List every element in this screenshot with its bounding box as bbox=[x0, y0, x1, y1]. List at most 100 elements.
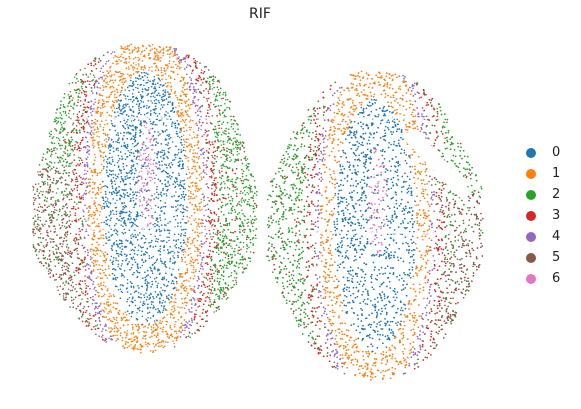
scatter-point bbox=[157, 339, 159, 342]
scatter-point bbox=[191, 158, 193, 161]
scatter-point bbox=[37, 183, 40, 185]
scatter-point bbox=[221, 123, 223, 125]
scatter-point bbox=[86, 276, 89, 278]
scatter-point bbox=[133, 119, 135, 122]
scatter-point bbox=[236, 235, 238, 238]
scatter-point bbox=[187, 206, 189, 209]
scatter-point bbox=[225, 203, 227, 206]
scatter-point bbox=[221, 259, 224, 261]
scatter-point bbox=[220, 127, 223, 130]
scatter-point bbox=[56, 286, 59, 288]
scatter-point bbox=[178, 67, 181, 70]
scatter-point bbox=[84, 275, 86, 277]
scatter-point bbox=[62, 243, 64, 245]
scatter-point bbox=[193, 102, 196, 104]
scatter-point bbox=[47, 272, 50, 275]
scatter-point bbox=[126, 300, 128, 303]
scatter-point bbox=[130, 235, 132, 237]
scatter-point bbox=[65, 114, 68, 117]
scatter-point bbox=[154, 261, 157, 264]
scatter-point bbox=[158, 86, 161, 89]
scatter-point bbox=[78, 122, 81, 125]
scatter-point bbox=[40, 232, 42, 235]
scatter-point bbox=[143, 143, 145, 145]
scatter-point bbox=[53, 162, 56, 164]
scatter-point bbox=[201, 208, 203, 211]
scatter-point bbox=[76, 203, 78, 205]
scatter-point bbox=[145, 126, 147, 129]
scatter-point bbox=[180, 225, 182, 228]
scatter-point bbox=[169, 260, 171, 263]
scatter-point bbox=[195, 246, 197, 249]
scatter-point bbox=[147, 93, 149, 96]
scatter-point bbox=[142, 158, 144, 160]
scatter-point bbox=[117, 265, 119, 268]
scatter-point bbox=[221, 298, 223, 300]
scatter-point bbox=[214, 233, 217, 235]
scatter-point bbox=[199, 254, 201, 257]
scatter-point bbox=[85, 309, 88, 312]
scatter-point bbox=[74, 144, 76, 146]
scatter-point bbox=[250, 204, 252, 207]
scatter-point bbox=[168, 163, 171, 165]
scatter-point bbox=[130, 240, 132, 242]
scatter-point bbox=[119, 288, 122, 291]
scatter-point bbox=[75, 74, 77, 76]
scatter-point bbox=[187, 166, 189, 168]
scatter-point bbox=[56, 148, 58, 150]
scatter-point bbox=[135, 218, 138, 221]
scatter-point bbox=[158, 57, 160, 60]
scatter-point bbox=[131, 129, 134, 131]
scatter-point bbox=[151, 43, 154, 46]
scatter-point bbox=[52, 179, 55, 182]
scatter-point bbox=[49, 216, 52, 219]
scatter-point bbox=[146, 281, 149, 283]
scatter-point bbox=[156, 53, 158, 55]
scatter-point bbox=[162, 123, 165, 126]
scatter-point bbox=[204, 129, 207, 131]
scatter-point bbox=[220, 140, 222, 142]
scatter-point bbox=[216, 293, 218, 296]
scatter-point bbox=[100, 111, 102, 114]
scatter-point bbox=[226, 98, 229, 101]
scatter-point bbox=[95, 123, 97, 125]
scatter-point bbox=[216, 268, 218, 270]
scatter-point bbox=[111, 156, 113, 158]
scatter-point bbox=[193, 245, 196, 247]
scatter-point bbox=[185, 243, 187, 245]
scatter-point bbox=[90, 105, 93, 107]
scatter-point bbox=[106, 200, 108, 202]
scatter-point bbox=[133, 291, 136, 294]
scatter-point bbox=[73, 131, 75, 134]
scatter-point bbox=[108, 337, 110, 339]
scatter-point bbox=[46, 182, 49, 184]
scatter-point bbox=[42, 209, 44, 212]
scatter-point bbox=[168, 229, 171, 232]
scatter-point bbox=[90, 317, 92, 320]
scatter-point bbox=[111, 158, 114, 161]
scatter-point bbox=[150, 128, 152, 130]
scatter-point bbox=[93, 84, 96, 86]
scatter-point bbox=[85, 95, 87, 98]
scatter-point bbox=[202, 152, 204, 155]
scatter-point bbox=[203, 133, 205, 136]
scatter-point bbox=[89, 73, 92, 75]
scatter-point bbox=[166, 236, 168, 238]
scatter-point bbox=[160, 119, 162, 121]
scatter-point bbox=[207, 187, 210, 189]
scatter-point bbox=[56, 209, 58, 211]
scatter-point bbox=[73, 148, 76, 150]
scatter-point bbox=[141, 191, 144, 193]
scatter-point bbox=[246, 243, 248, 246]
scatter-point bbox=[89, 80, 91, 83]
scatter-point bbox=[187, 138, 189, 140]
scatter-point bbox=[186, 64, 189, 66]
scatter-point bbox=[156, 124, 158, 126]
scatter-point bbox=[230, 125, 233, 128]
scatter-plot bbox=[32, 43, 484, 381]
scatter-point bbox=[90, 111, 92, 114]
scatter-point bbox=[164, 265, 167, 267]
scatter-point bbox=[167, 53, 169, 55]
scatter-point bbox=[93, 85, 96, 88]
scatter-point bbox=[103, 185, 105, 188]
